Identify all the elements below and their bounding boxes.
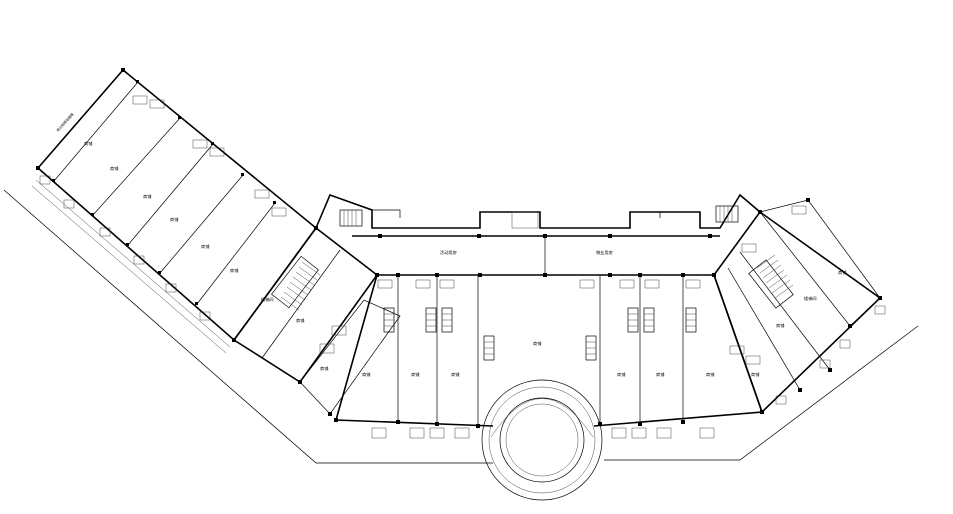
room-label-shop-7: 商铺 — [296, 317, 304, 324]
room-label-shop-13: 商铺 — [617, 371, 625, 378]
room-label-shop-5: 商铺 — [201, 243, 209, 250]
room-label-shop-12: 商铺 — [533, 340, 541, 347]
room-label-shop-2: 商铺 — [110, 165, 118, 172]
room-label-shop-16: 商铺 — [751, 371, 759, 378]
room-label-shop-9: 商铺 — [362, 371, 370, 378]
room-label-shop-15: 商铺 — [706, 371, 714, 378]
room-label-shop-6: 商铺 — [230, 267, 238, 274]
room-label-shop-11: 商铺 — [451, 371, 459, 378]
room-label-stair-left: 楼梯间 — [261, 296, 274, 303]
room-labels: 商业街规划道路 商铺 商铺 商铺 商铺 商铺 商铺 楼梯间 商铺 商铺 活动用房… — [55, 111, 846, 378]
room-label-shop-18: 商铺 — [838, 269, 846, 276]
room-label-shop-14: 商铺 — [656, 371, 664, 378]
circular-plaza — [481, 379, 603, 501]
left-wing — [31, 68, 318, 354]
north-strip — [315, 193, 761, 277]
room-label-property: 物业用房 — [596, 249, 613, 256]
room-label-shop-3: 商铺 — [143, 193, 151, 200]
left-stair-block — [232, 209, 401, 416]
room-label-shop-4: 商铺 — [170, 216, 178, 223]
room-label-stair-right: 楼梯间 — [804, 295, 817, 302]
room-label-shop-8: 商铺 — [320, 365, 328, 372]
room-label-activity: 活动用房 — [440, 249, 457, 256]
room-label-shop-1: 商铺 — [84, 140, 92, 147]
room-label-shop-10: 商铺 — [411, 371, 419, 378]
room-label-shop-17: 商铺 — [776, 322, 784, 329]
central-block — [334, 273, 764, 439]
site-boundary — [3, 189, 919, 464]
right-wing — [713, 198, 886, 414]
